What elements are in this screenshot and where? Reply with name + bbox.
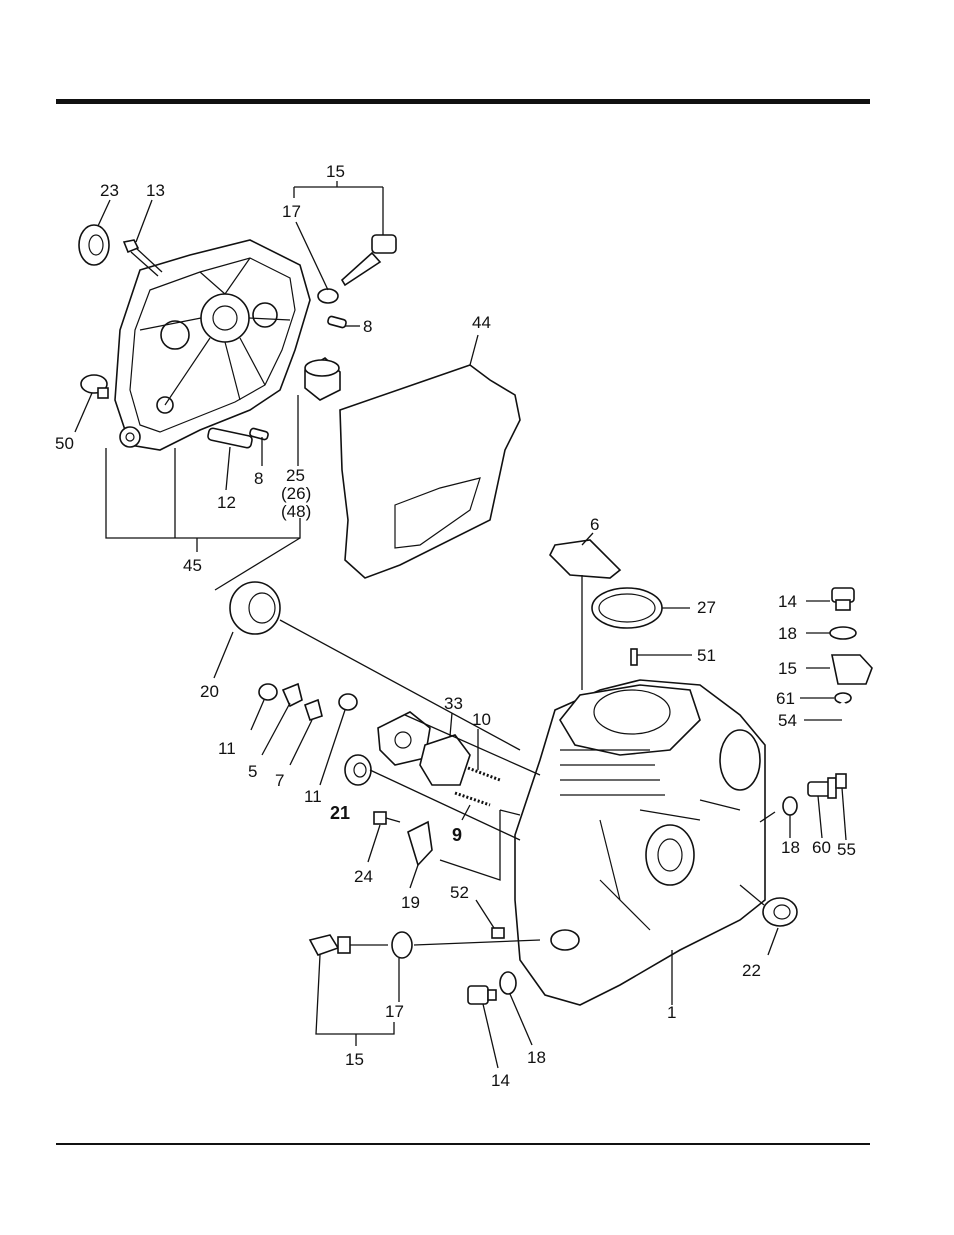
callout-27: 27 <box>697 598 716 617</box>
callout-11-right: 11 <box>304 787 322 806</box>
callout-48: (48) <box>281 502 311 521</box>
callout-26: (26) <box>281 484 311 503</box>
part-44-gasket <box>340 365 520 578</box>
part-1-crankcase <box>515 680 765 1005</box>
callout-25: 25 <box>286 466 305 485</box>
callout-14-bottom: 14 <box>491 1071 510 1090</box>
callout-52: 52 <box>450 883 469 902</box>
part-61-washer <box>835 693 851 703</box>
part-14-drain-bolt-bottom <box>468 986 496 1004</box>
callout-15-bottom: 15 <box>345 1050 364 1069</box>
callout-20: 20 <box>200 682 219 701</box>
callout-61: 61 <box>776 689 795 708</box>
callout-11-left: 11 <box>218 739 236 758</box>
callout-23: 23 <box>100 181 119 200</box>
part-52-plug <box>492 928 504 938</box>
callout-44: 44 <box>472 313 491 332</box>
callout-18-mid: 18 <box>781 838 800 857</box>
callout-5: 5 <box>248 762 257 781</box>
part-60-fitting <box>808 778 836 798</box>
part-11-nut-b <box>339 694 357 710</box>
part-11-nut-a <box>259 684 277 700</box>
part-25-bearing <box>305 358 340 400</box>
part-17-o-ring-bottom <box>392 932 412 958</box>
part-18-washer-mid <box>783 797 797 815</box>
part-15-dipstick-bottom <box>310 935 388 955</box>
part-8-pin-a <box>327 316 346 328</box>
part-51-pin <box>631 649 637 665</box>
part-14-bolt-right <box>832 588 854 610</box>
crankcase-cover <box>115 240 310 450</box>
callout-15-top: 15 <box>326 162 345 181</box>
callout-6: 6 <box>590 515 599 534</box>
callout-54: 54 <box>778 711 797 730</box>
callout-18-right: 18 <box>778 624 797 643</box>
callout-22: 22 <box>742 961 761 980</box>
part-24-bolt <box>374 812 400 824</box>
callout-50: 50 <box>55 434 74 453</box>
part-55-clamp <box>836 774 846 788</box>
part-22-oil-seal <box>763 898 797 926</box>
part-10-spring <box>468 768 500 780</box>
top-rule <box>56 99 870 104</box>
callout-8-top: 8 <box>363 317 372 336</box>
callout-8-mid: 8 <box>254 469 263 488</box>
callout-14-right: 14 <box>778 592 797 611</box>
callout-1: 1 <box>667 1003 676 1022</box>
bottom-rule <box>56 1143 870 1145</box>
callout-18-bottom: 18 <box>527 1048 546 1067</box>
part-12-dowel <box>207 428 253 449</box>
part-6-head-gasket <box>550 540 620 578</box>
callout-33: 33 <box>444 694 463 713</box>
part-5-washer <box>283 684 302 706</box>
part-15-dipstick-top <box>342 235 396 285</box>
callout-60: 60 <box>812 838 831 857</box>
part-17-o-ring-top <box>318 289 338 303</box>
part-50-breather <box>81 375 108 398</box>
part-23-oil-seal <box>79 225 109 265</box>
callout-51: 51 <box>697 646 716 665</box>
callout-17-bottom: 17 <box>385 1002 404 1021</box>
callout-45: 45 <box>183 556 202 575</box>
callout-13: 13 <box>146 181 165 200</box>
callout-9: 9 <box>452 825 462 845</box>
callout-24: 24 <box>354 867 373 886</box>
part-7-washer <box>305 700 322 720</box>
callout-7: 7 <box>275 771 284 790</box>
part-19-plate <box>408 822 432 865</box>
callout-10: 10 <box>472 710 491 729</box>
callout-21: 21 <box>330 803 350 823</box>
callout-55: 55 <box>837 840 856 859</box>
part-18-washer-bottom <box>500 972 516 994</box>
callout-19: 19 <box>401 893 420 912</box>
part-18-washer-right <box>830 627 856 639</box>
callout-12: 12 <box>217 493 236 512</box>
callout-17-top: 17 <box>282 202 301 221</box>
part-21-bushing <box>345 755 371 785</box>
callout-15-right: 15 <box>778 659 797 678</box>
part-54-hose-fill <box>843 705 858 785</box>
part-9-spring <box>455 793 490 805</box>
part-20-bearing <box>230 582 280 634</box>
part-15-fitting-right <box>832 655 872 684</box>
